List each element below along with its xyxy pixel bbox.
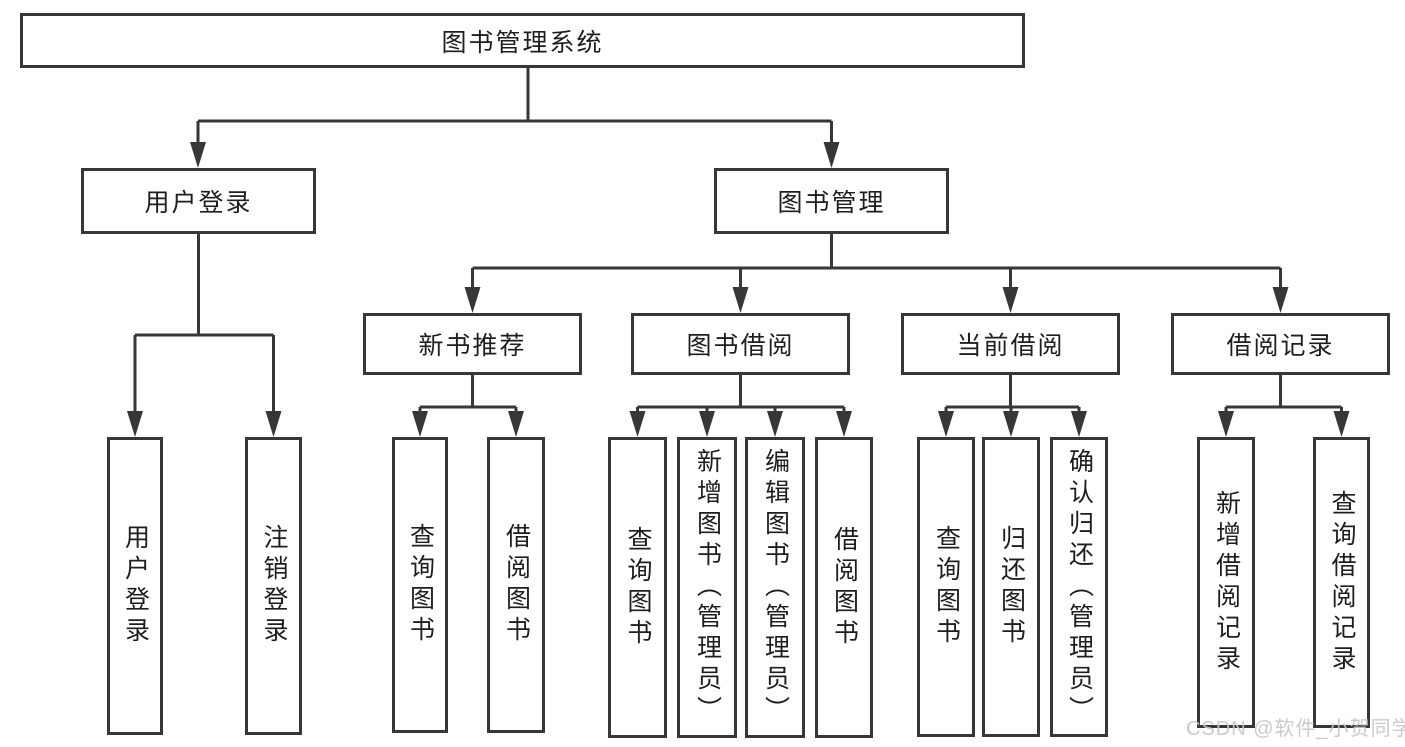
leaf-confirm-return-admin: 确认归还（管理员） xyxy=(1050,437,1108,737)
node-label: 新增图书（管理员） xyxy=(693,448,722,727)
node-label: 查询图书 xyxy=(406,523,435,647)
leaf-borrow-books: 借阅图书 xyxy=(815,437,873,738)
csdn-watermark: CSDN @软件_小贺同学 xyxy=(1186,718,1405,740)
node-label: 图书借阅 xyxy=(686,332,795,360)
node-label: 查询借阅记录 xyxy=(1328,489,1356,676)
leaf-return-books: 归还图书 xyxy=(982,437,1040,737)
leaf-user-login: 用户登录 xyxy=(107,437,163,735)
node-label: 图书管理系统 xyxy=(441,28,604,57)
node-user-login: 用户登录 xyxy=(81,168,316,234)
leaf-add-books-admin: 新增图书（管理员） xyxy=(677,437,737,738)
node-book-management: 图书管理 xyxy=(714,168,949,234)
node-label: 查询图书 xyxy=(932,525,961,649)
node-label: 注销登录 xyxy=(260,524,288,648)
node-label: 借阅图书 xyxy=(502,523,531,647)
node-new-book-recommendation: 新书推荐 xyxy=(363,313,582,375)
node-label: 归还图书 xyxy=(997,525,1026,649)
node-label: 查询图书 xyxy=(624,525,652,650)
node-label: 当前借阅 xyxy=(956,332,1065,360)
leaf-query-books: 查询图书 xyxy=(608,437,667,738)
leaf-logout: 注销登录 xyxy=(245,437,302,735)
node-book-borrowing: 图书借阅 xyxy=(631,313,850,375)
leaf-borrow-books: 借阅图书 xyxy=(487,437,545,733)
leaf-query-books: 查询图书 xyxy=(917,437,975,737)
leaf-edit-books-admin: 编辑图书（管理员） xyxy=(745,437,805,738)
node-label: 新增借阅记录 xyxy=(1212,489,1241,676)
leaf-query-books: 查询图书 xyxy=(392,437,448,733)
node-borrowing-records: 借阅记录 xyxy=(1171,313,1390,375)
node-label: 新书推荐 xyxy=(418,332,527,360)
node-label: 借阅记录 xyxy=(1226,332,1335,360)
node-label: 用户登录 xyxy=(121,524,150,648)
node-label: 编辑图书（管理员） xyxy=(761,448,790,727)
node-label: 确认归还（管理员） xyxy=(1065,447,1094,727)
node-library-management-system: 图书管理系统 xyxy=(20,13,1025,68)
node-label: 借阅图书 xyxy=(830,525,859,650)
leaf-query-borrowing-record: 查询借阅记录 xyxy=(1313,437,1370,728)
node-label: 图书管理 xyxy=(777,189,886,217)
node-current-borrowing: 当前借阅 xyxy=(901,313,1120,375)
leaf-add-borrowing-record: 新增借阅记录 xyxy=(1197,437,1255,728)
node-label: 用户登录 xyxy=(144,189,253,217)
